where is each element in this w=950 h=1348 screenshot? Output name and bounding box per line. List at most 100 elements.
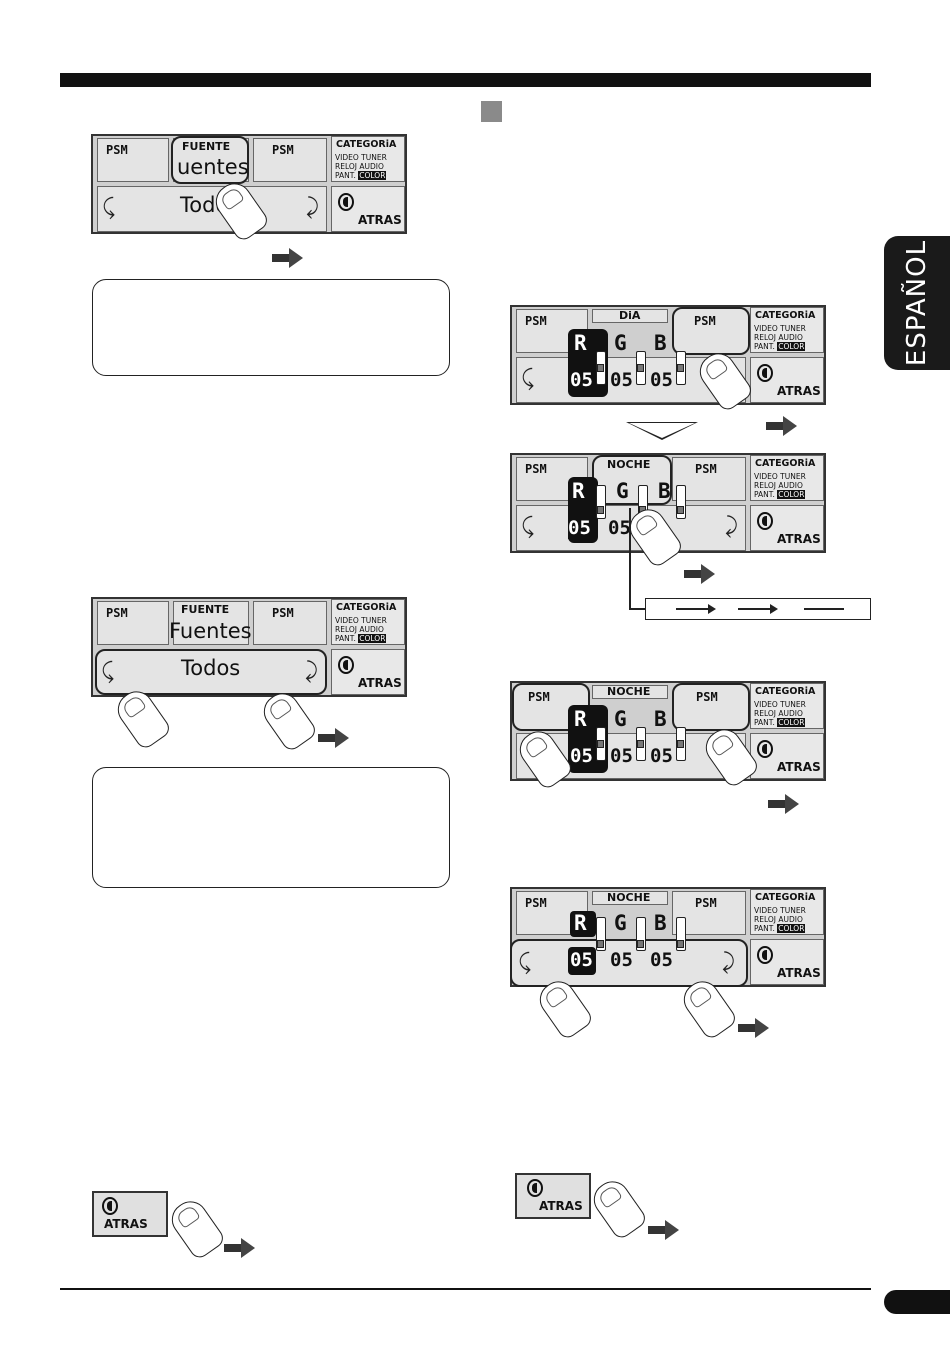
- blue-slider[interactable]: [676, 917, 686, 951]
- red-slider[interactable]: [596, 351, 606, 385]
- flow-line: [804, 608, 844, 610]
- blue-slider[interactable]: [676, 351, 686, 385]
- back-button[interactable]: ATRAS: [750, 357, 824, 403]
- psm-left-label: PSM: [528, 690, 550, 704]
- right-scroll-icon: ⤸: [306, 195, 320, 220]
- back-label: ATRAS: [104, 1217, 148, 1231]
- red-value: 05: [568, 517, 591, 539]
- back-button[interactable]: ATRAS: [331, 186, 405, 232]
- psm-right-cell[interactable]: PSM: [253, 138, 327, 182]
- category-line: RELOJ AUDIO: [754, 481, 803, 490]
- psm-left-cell[interactable]: PSM: [97, 601, 169, 645]
- mode-cell: DiA: [592, 309, 668, 323]
- red-slider[interactable]: [596, 485, 606, 519]
- timer-icon: [527, 1179, 543, 1197]
- psm-right-label: PSM: [696, 690, 718, 704]
- right-scroll-icon: ⤸: [725, 514, 739, 539]
- timer-icon: [757, 946, 773, 964]
- back-button[interactable]: ATRAS: [515, 1173, 591, 1219]
- category-line: RELOJ AUDIO: [754, 915, 803, 924]
- source-cell[interactable]: FUENTE Fuentes: [169, 601, 252, 645]
- psm-left-cell[interactable]: PSM: [97, 138, 169, 182]
- category-line: VIDEO TUNER: [754, 906, 806, 915]
- green-value: 05: [610, 949, 633, 971]
- psm-right-highlight[interactable]: PSM: [672, 683, 750, 731]
- psm-right-label: PSM: [694, 314, 716, 328]
- back-button[interactable]: ATRAS: [92, 1191, 168, 1237]
- back-label: ATRAS: [777, 966, 821, 980]
- green-value: 05: [610, 745, 633, 767]
- category-menu[interactable]: CATEGORiA VIDEO TUNER RELOJ AUDIO PANT. …: [331, 136, 405, 182]
- footer-rule: [60, 1288, 871, 1290]
- category-menu[interactable]: CATEGORiA VIDEO TUNER RELOJ AUDIO PANT. …: [331, 599, 405, 645]
- psm-right-highlight[interactable]: PSM: [672, 307, 750, 355]
- back-button[interactable]: ATRAS: [331, 649, 405, 695]
- blue-slider[interactable]: [676, 485, 686, 519]
- blue-label: B: [654, 707, 667, 731]
- psm-right-label: PSM: [272, 143, 294, 157]
- source-highlight[interactable]: FUENTE uentes: [171, 136, 249, 184]
- timer-icon: [757, 364, 773, 382]
- green-value: 05: [610, 369, 633, 391]
- psm-left-label: PSM: [525, 896, 547, 910]
- category-highlight[interactable]: ⤹ Todos ⤸: [95, 649, 327, 695]
- left-scroll-icon: ⤹: [518, 950, 532, 975]
- green-slider[interactable]: [636, 727, 646, 761]
- color-option: COLOR: [777, 718, 806, 727]
- psm-right-cell[interactable]: PSM: [253, 601, 327, 645]
- blue-value: 05: [650, 949, 673, 971]
- finger-icon: [165, 1194, 227, 1262]
- back-button[interactable]: ATRAS: [750, 733, 824, 779]
- psm-right-label: PSM: [695, 896, 717, 910]
- category-line: PANT.: [754, 718, 775, 727]
- category-menu[interactable]: CATEGORiA VIDEO TUNER RELOJ AUDIO PANT. …: [750, 307, 824, 353]
- lcd-panel-dia: PSM DiA PSM ⤹ R G B 05 05 05 CATEGORiA V…: [510, 305, 826, 405]
- blue-value: 05: [650, 369, 673, 391]
- category-menu[interactable]: CATEGORiA VIDEO TUNER RELOJ AUDIO PANT. …: [750, 889, 824, 935]
- category-menu[interactable]: CATEGORiA VIDEO TUNER RELOJ AUDIO PANT. …: [750, 455, 824, 501]
- red-value: 05: [570, 949, 593, 971]
- source-label: FUENTE: [182, 140, 231, 153]
- category-menu[interactable]: CATEGORiA VIDEO TUNER RELOJ AUDIO PANT. …: [750, 683, 824, 729]
- category-line: VIDEO TUNER: [754, 700, 806, 709]
- category-line: VIDEO TUNER: [754, 472, 806, 481]
- psm-right-cell[interactable]: PSM: [672, 457, 746, 501]
- blue-label: B: [654, 331, 667, 355]
- psm-right-label: PSM: [272, 606, 294, 620]
- category-line: PANT.: [754, 490, 775, 499]
- back-button[interactable]: ATRAS: [750, 939, 824, 985]
- category-title: CATEGORiA: [755, 892, 816, 903]
- category-title: CATEGORiA: [336, 602, 397, 613]
- source-value: uentes: [177, 155, 249, 179]
- timer-icon: [338, 193, 354, 211]
- values-highlight[interactable]: ⤹ ⤸: [510, 939, 748, 987]
- back-label: ATRAS: [777, 384, 821, 398]
- color-option: COLOR: [358, 634, 387, 643]
- red-slider[interactable]: [596, 727, 606, 761]
- back-button[interactable]: ATRAS: [750, 505, 824, 551]
- green-slider[interactable]: [636, 917, 646, 951]
- back-button-face: ATRAS: [517, 1175, 589, 1217]
- red-slider[interactable]: [596, 917, 606, 951]
- green-label: G: [614, 707, 627, 731]
- back-label: ATRAS: [777, 760, 821, 774]
- blue-label: B: [654, 911, 667, 935]
- note-box: [92, 279, 450, 376]
- red-value: 05: [570, 745, 593, 767]
- flow-line: [676, 608, 710, 610]
- category-line: RELOJ AUDIO: [335, 162, 384, 171]
- finger-icon: [587, 1174, 649, 1242]
- green-label: G: [616, 479, 629, 503]
- red-label: R: [574, 707, 587, 731]
- green-value: 05: [608, 517, 631, 539]
- category-line: VIDEO TUNER: [335, 616, 387, 625]
- red-label: R: [574, 911, 587, 935]
- blue-slider[interactable]: [676, 727, 686, 761]
- left-scroll-icon: ⤹: [521, 366, 535, 391]
- green-slider[interactable]: [636, 351, 646, 385]
- psm-right-label: PSM: [695, 462, 717, 476]
- category-cell[interactable]: ⤹ Todos ⤸: [97, 186, 327, 232]
- left-scroll-icon: ⤹: [101, 659, 115, 684]
- back-label: ATRAS: [358, 213, 402, 227]
- red-value: 05: [570, 369, 593, 391]
